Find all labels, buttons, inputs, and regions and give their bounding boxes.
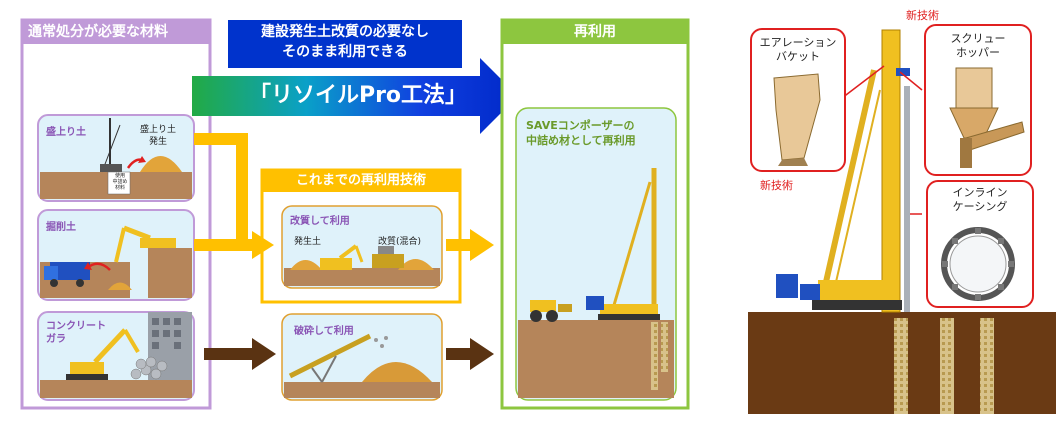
panel-moriagari-label: 盛上り土 発生 xyxy=(140,125,177,147)
banner-arrow-text: 「リソイルPro工法」 xyxy=(248,83,468,108)
callout-screw-hopper-label: スクリュー ホッパー xyxy=(950,32,1006,59)
panel-concrete xyxy=(37,311,195,401)
callout-inline-casing: インライン ケーシング xyxy=(926,180,1034,308)
callout-inline-casing-label: インライン ケーシング xyxy=(952,186,1008,213)
panel-moriagari xyxy=(37,114,195,202)
yellow-arrows xyxy=(194,133,494,261)
banner-top-text: 建設発生土改質の必要なし そのまま利用できる xyxy=(261,24,429,60)
new-tech-top-label: 新技術 xyxy=(906,9,939,22)
screw-hopper-icon xyxy=(949,67,1025,168)
panel-moriagari-small-label: 使用 中詰め 材料 xyxy=(112,173,128,191)
callout-screw-hopper: スクリュー ホッパー xyxy=(924,24,1032,176)
panel-save-text: SAVEコンポーザーの 中詰め材として再利用 xyxy=(526,119,636,147)
right-column-header-bg xyxy=(502,20,688,44)
banner-top-bg xyxy=(228,20,462,68)
left-column-header-bg xyxy=(22,20,210,44)
panel-moriagari-title: 盛上り土 xyxy=(46,127,86,138)
panel-kaishitsu xyxy=(281,205,443,289)
panel-hasai xyxy=(281,313,443,401)
right-column-header: 再利用 xyxy=(574,24,616,40)
new-tech-left-label: 新技術 xyxy=(760,179,793,192)
panel-kussaku-title: 掘削土 xyxy=(46,222,76,233)
panel-kussaku xyxy=(37,209,195,301)
panel-kaishitsu-title: 改質して利用 xyxy=(290,216,350,227)
big-arrow xyxy=(192,58,518,134)
aeration-bucket-icon xyxy=(773,73,821,166)
left-column-header: 通常処分が必要な材料 xyxy=(28,24,168,40)
panel-kaishitsu-label-left: 発生土 xyxy=(294,237,322,247)
machine-illustration xyxy=(748,29,1056,414)
panel-concrete-title: コンクリート ガラ xyxy=(46,321,106,345)
inline-casing-icon xyxy=(941,227,1015,301)
callout-aeration-bucket-label: エアレーション バケット xyxy=(759,36,837,63)
panel-save xyxy=(515,107,677,401)
middle-header-bg xyxy=(262,170,460,192)
panel-hasai-title: 破砕して利用 xyxy=(294,326,354,337)
middle-header: これまでの再利用技術 xyxy=(295,173,426,188)
panel-kaishitsu-label-right: 改質(混合) xyxy=(378,237,422,247)
brown-arrows xyxy=(204,338,494,370)
callout-aeration-bucket: エアレーション バケット xyxy=(750,28,846,172)
